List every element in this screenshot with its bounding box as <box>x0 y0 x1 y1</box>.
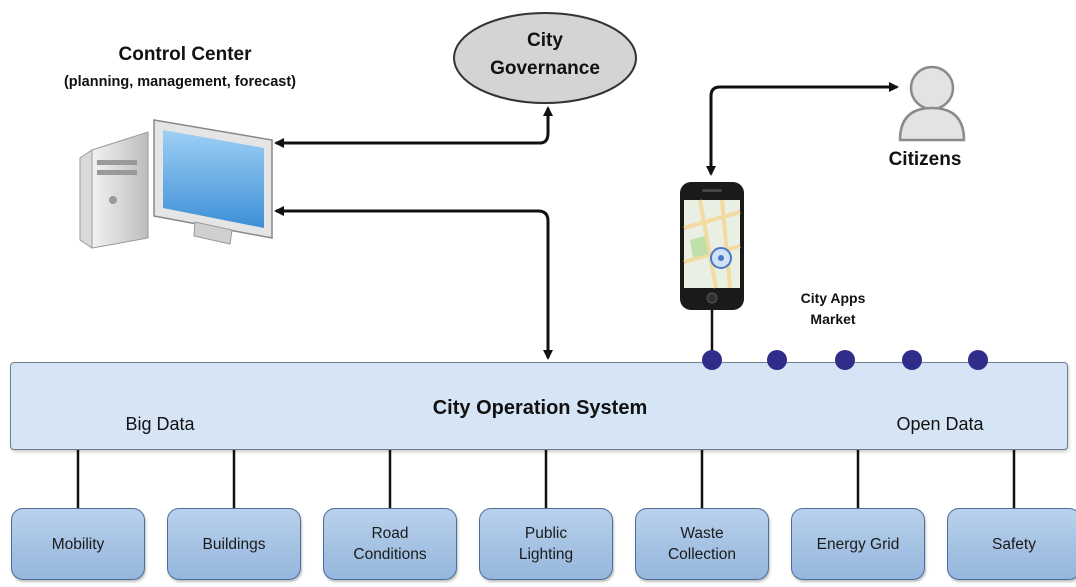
module-safety[interactable]: Safety <box>947 508 1076 580</box>
app-dot[interactable] <box>767 350 787 370</box>
smartphone-icon <box>680 182 744 310</box>
governance-label: City Governance <box>460 27 630 83</box>
governance-ellipse <box>453 12 637 104</box>
app-dot[interactable] <box>902 350 922 370</box>
app-dot[interactable] <box>702 350 722 370</box>
city-operation-system-bar <box>10 362 1068 450</box>
governance-label-line2: Governance <box>490 58 600 79</box>
citizens-label: Citizens <box>888 149 962 170</box>
app-dot[interactable] <box>968 350 988 370</box>
module-waste-collection[interactable]: Waste Collection <box>635 508 769 580</box>
apps-market-line1: City Apps <box>800 290 866 306</box>
module-road-conditions[interactable]: Road Conditions <box>323 508 457 580</box>
city-operation-system-title: City Operation System <box>432 397 648 419</box>
module-mobility[interactable]: Mobility <box>11 508 145 580</box>
governance-label-line1: City <box>527 30 563 51</box>
module-energy-grid[interactable]: Energy Grid <box>791 508 925 580</box>
module-buildings[interactable]: Buildings <box>167 508 301 580</box>
person-icon <box>898 65 966 142</box>
control-center-title: Control Center <box>118 44 252 65</box>
big-data-label: Big Data <box>125 414 195 434</box>
module-connectors <box>76 450 1016 508</box>
open-data-label: Open Data <box>896 414 984 434</box>
apps-market-line2: Market <box>810 311 856 327</box>
module-public-lighting[interactable]: Public Lighting <box>479 508 613 580</box>
apps-market-label: City Apps Market <box>768 288 898 330</box>
control-center-subtitle: (planning, management, forecast) <box>63 74 297 90</box>
computer-icon <box>79 119 273 249</box>
app-dot[interactable] <box>835 350 855 370</box>
